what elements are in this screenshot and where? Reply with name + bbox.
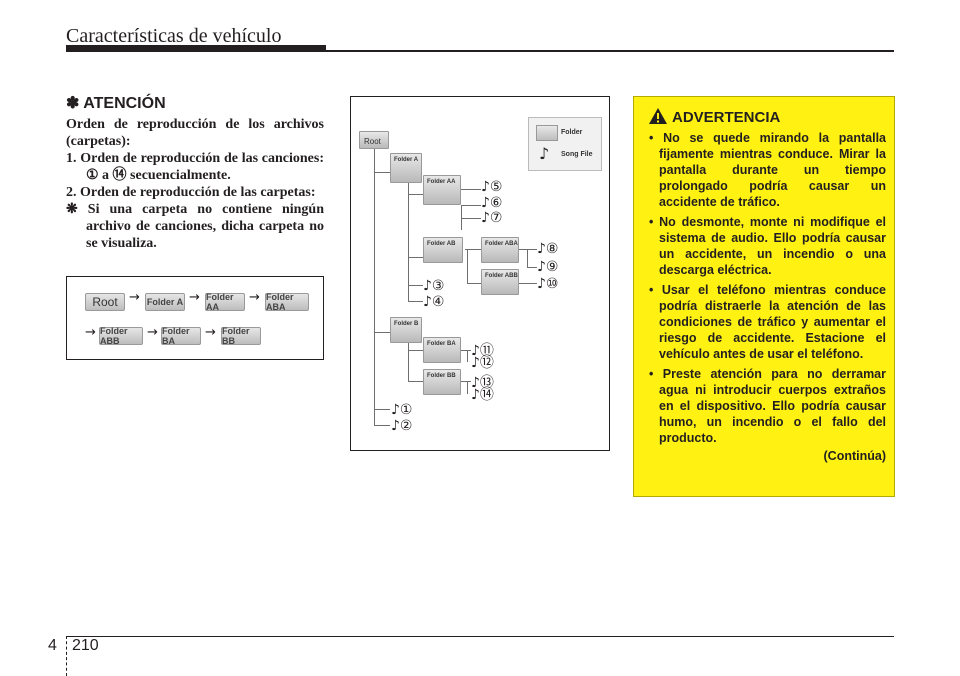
flow-node-root: Root [85,293,125,311]
flow-node-folder-bb: Folder BB [221,326,261,346]
tree-line [519,283,537,284]
folder-order-diagram: Root → Folder A → Folder AA → Folder ABA… [66,276,324,360]
tree-line [467,381,468,394]
flow-node-folder-aba: Folder ABA [265,292,309,312]
song-file-3: ♪③ [423,278,445,294]
tree-node-folder-bb: Folder BB [423,369,461,395]
tree-line [408,341,409,381]
continued-label: (Continúa) [823,449,886,463]
legend-song-label: Song File [561,151,593,158]
tree-line [408,183,409,301]
tree-line [374,409,390,410]
tree-node-root: Root [359,131,389,149]
flow-arrow-icon: → [249,290,260,305]
tree-line [374,332,390,333]
footer-rule [66,636,894,637]
tree-line [467,249,468,283]
tree-line [467,350,468,362]
tree-node-folder-aba: Folder ABA [481,237,519,263]
tree-line [408,301,423,302]
folder-tree-diagram: Root Folder A Folder AA Folder AB Folder… [350,96,610,451]
attention-intro: Orden de reproducción de los archivos (c… [66,117,324,149]
flow-node-folder-ba: Folder BA [161,326,201,346]
warning-triangle-icon [649,108,667,124]
attention-item-2: 2. Orden de reproducción de las carpetas… [66,185,316,200]
warning-title: ADVERTENCIA [672,109,781,126]
tree-legend: Folder ♪ Song File [528,117,602,171]
song-file-2: ♪② [391,418,413,434]
song-file-7: ♪⑦ [481,210,503,226]
warning-list: • No se quede mirando la pantalla fijame… [643,130,886,477]
song-file-11: ♪⑪ [471,343,494,359]
attention-item-1: 1. Orden de reproducción de las cancione… [66,151,324,183]
tree-line [408,350,423,351]
tree-line [461,189,481,190]
flow-arrow-icon: → [189,290,200,305]
section-number: 4 [48,637,57,654]
tree-line [527,249,528,267]
header-rule [326,50,894,52]
flow-node-folder-aa: Folder AA [205,292,245,312]
warning-item-4: • Preste atención para no derramar agua … [649,367,886,445]
song-file-9: ♪⑨ [537,259,559,275]
tree-line [461,218,481,219]
warning-item-2: • No desmonte, monte ni modifique el sis… [649,215,886,277]
song-file-10: ♪⑩ [537,276,559,292]
attention-item-3: ❋ Si una carpeta no contiene ningún arch… [66,202,324,251]
tree-line [374,149,375,425]
song-file-4: ♪④ [423,294,445,310]
tree-node-folder-a: Folder A [390,153,422,183]
song-file-1: ♪① [391,402,413,418]
flow-arrow-icon: → [129,290,140,305]
tree-line [519,249,537,250]
flow-arrow-icon: → [147,325,158,340]
page-number: 210 [72,637,99,654]
attention-body: Orden de reproducción de los archivos (c… [66,116,324,252]
song-file-6: ♪⑥ [481,195,503,211]
tree-line [461,205,462,230]
header-bar [66,45,326,52]
legend-folder-label: Folder [561,129,583,136]
tree-line [408,285,423,286]
song-file-8: ♪⑧ [537,241,559,257]
tree-line [461,381,471,382]
tree-line [374,425,390,426]
tree-line [408,381,423,382]
music-note-icon: ♪ [539,144,550,163]
tree-node-folder-b: Folder B [390,317,422,343]
warning-item-3: • Usar el teléfono mientras conduce podr… [649,283,886,361]
tree-line [461,205,481,206]
flow-arrow-icon: → [85,325,96,340]
song-file-14: ♪⑭ [471,387,494,403]
tree-line [408,194,423,195]
tree-node-folder-ba: Folder BA [423,337,461,363]
tree-line [465,249,481,250]
warning-box: ADVERTENCIA • No se quede mirando la pan… [633,96,895,497]
song-file-5: ♪⑤ [481,179,503,195]
flow-arrow-icon: → [205,325,216,340]
tree-line [467,283,481,284]
flow-node-folder-a: Folder A [145,293,185,311]
tree-node-folder-ab: Folder AB [423,237,463,263]
tree-line [408,257,423,258]
warning-item-1: • No se quede mirando la pantalla fijame… [649,131,886,209]
footer-divider [66,636,67,676]
song-file-13: ♪⑬ [471,375,494,391]
flow-node-folder-abb: Folder ABB [99,326,143,346]
tree-line [461,350,471,351]
tree-line [374,172,390,173]
tree-line [527,267,537,268]
tree-node-folder-aa: Folder AA [423,175,461,205]
attention-title: ✽ ATENCIÓN [66,95,166,112]
folder-icon [536,125,558,141]
song-file-12: ♪⑫ [471,355,494,371]
page-header-title: Características de vehículo [66,25,282,47]
tree-node-folder-abb: Folder ABB [481,269,519,295]
